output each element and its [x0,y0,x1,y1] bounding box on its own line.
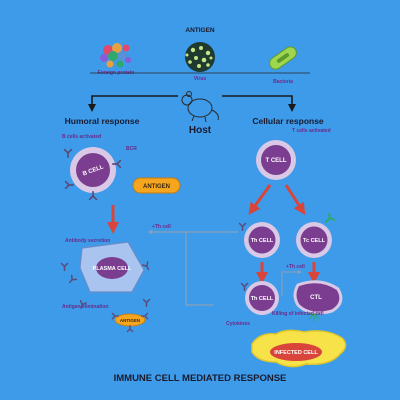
infected-cell [251,329,347,368]
infected-cell-label: INFECTED CELL [274,350,318,356]
arrow-to-humoral [88,95,178,112]
protein-blob-icon [100,43,131,68]
antigen-badge [132,177,181,194]
virus-particle-icon [185,42,215,72]
antigen-small [111,312,149,333]
mouse-host-icon [181,91,219,123]
cellular-title: Cellular response [252,116,324,126]
cytokine-burst [308,313,320,322]
th-cell-second [240,281,279,315]
virus-label: Virus [194,76,207,82]
th-help-connector [185,231,238,306]
arrow-to-cellular [222,95,296,112]
killing-label: Killing of infected cell [272,311,324,317]
th-cell-label: Th CELL [251,238,274,244]
antigen-elimination-label: Antigen elimination [62,304,108,310]
footer-title: IMMUNE CELL MEDIATED RESPONSE [114,373,287,384]
antibody-secretion-label: Antibody secretion [65,238,110,244]
host-label: Host [189,125,212,136]
bacterium-icon [269,46,297,70]
arrow-t-to-tc [284,184,306,216]
arrow-t-to-th [248,184,272,215]
plasma-cell-label: PLASMA CELL [93,266,133,272]
b-cell [63,147,122,201]
bacteria-label: Bacteria [273,79,293,85]
bcr-label: BCR [126,146,137,152]
plasma-cell [79,241,145,293]
tc-cell [296,213,335,258]
ctl-label: CTL [310,295,322,301]
cytokines-label: Cytokines [226,321,250,327]
th-cell-second-label: Th CELL [251,296,274,302]
b-cells-activated-label: B cells activated [62,134,101,140]
ctl-cell [293,280,343,315]
th-cell [238,222,280,258]
antigen-small-label: ANTIGEN [120,318,140,323]
t-cell [256,140,296,180]
th-to-ctl-link [281,270,302,296]
plus-th-cell-center: +Th cell [152,224,171,230]
antigen-header: ANTIGEN [185,27,215,34]
plus-th-cell-right: +Th cell [286,264,305,270]
t-cell-label: T CELL [266,158,287,164]
humoral-title: Humoral response [65,116,140,126]
t-cells-activated-label: T cells activated [292,128,331,134]
tc-cell-label: Tc CELL [303,238,326,244]
antigen-badge-label: ANTIGEN [143,184,170,190]
